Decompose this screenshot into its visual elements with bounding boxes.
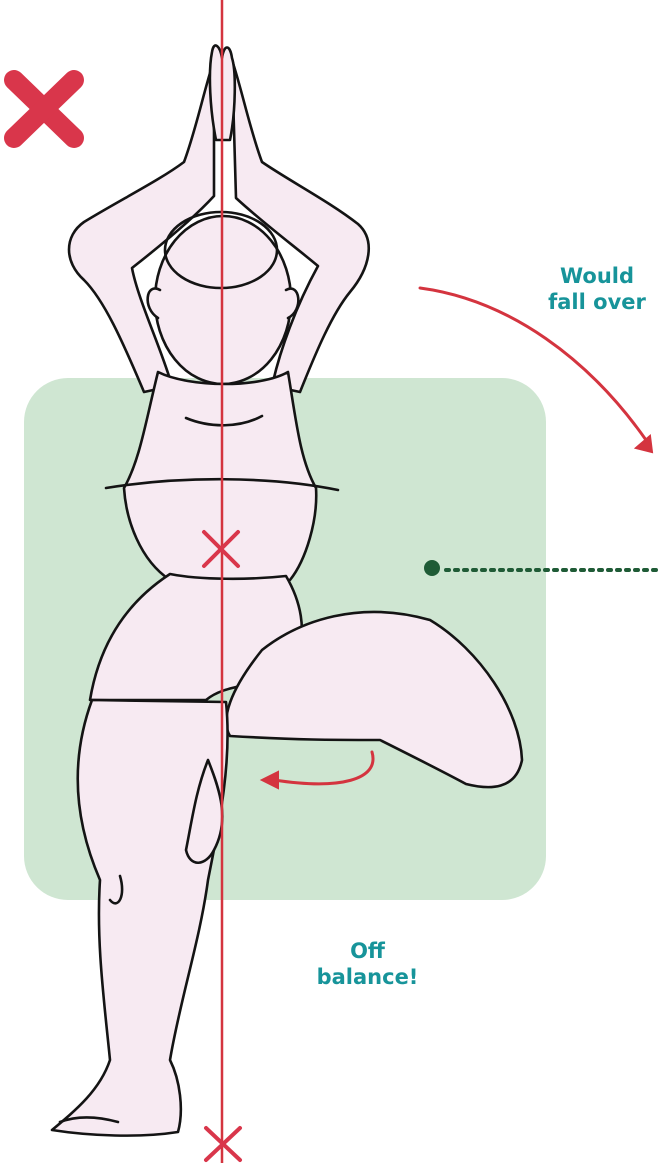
left-ear [148, 288, 160, 318]
fall-over-line1: Would [532, 263, 658, 289]
off-balance-line1: Off [300, 938, 435, 964]
off-balance-line2: balance! [300, 964, 435, 990]
fall-over-line2: fall over [532, 289, 658, 315]
standing-leg [52, 700, 228, 1136]
off-balance-label: Off balance! [300, 938, 435, 990]
wrong-cross-icon [14, 80, 74, 138]
fall-over-label: Would fall over [532, 263, 658, 315]
